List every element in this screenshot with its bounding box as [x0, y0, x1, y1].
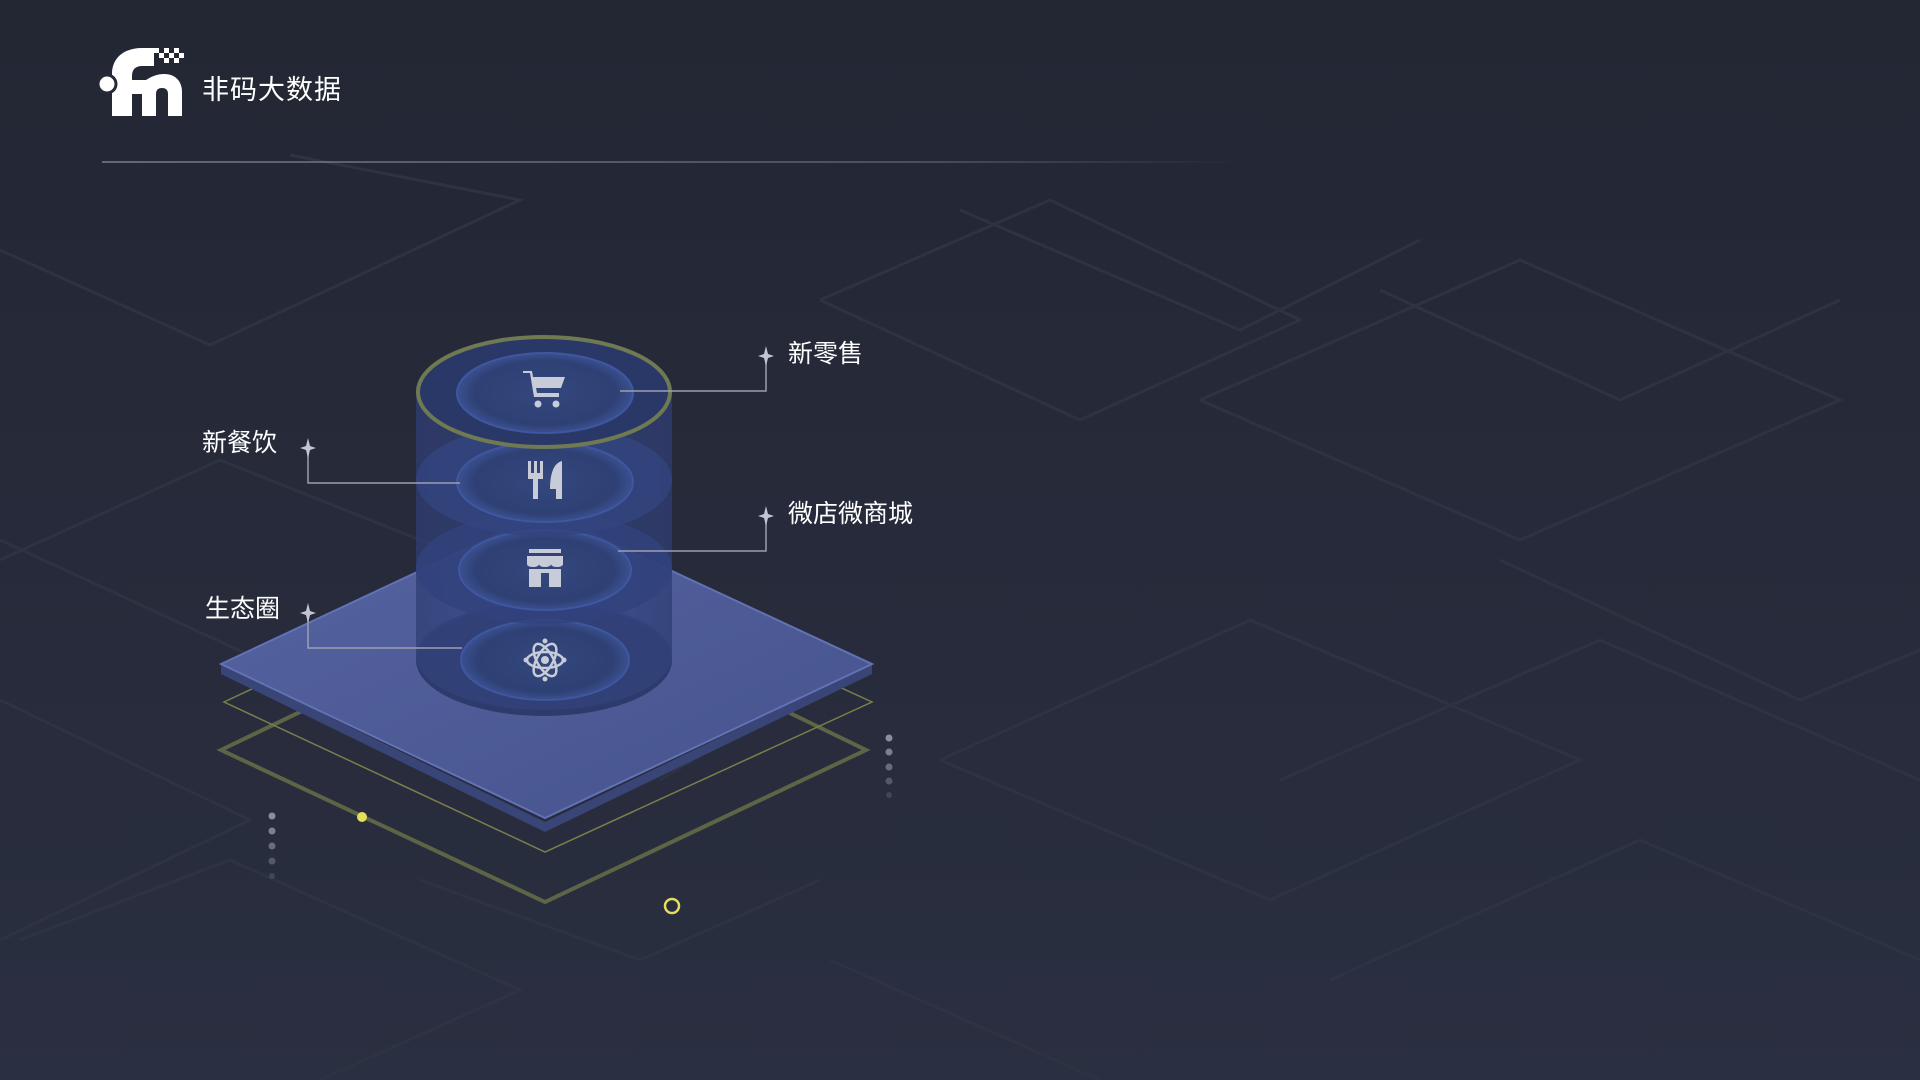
- cylinder-disc-2: [416, 424, 672, 536]
- header: 非码大数据: [98, 46, 342, 118]
- brand-logo-icon: [98, 48, 184, 116]
- header-divider: [102, 161, 1242, 163]
- sparkle-marker-4: [300, 603, 316, 623]
- label-micro-store: 微店微商城: [788, 499, 914, 528]
- dot-column-right: [885, 734, 893, 798]
- connector-line-4: [307, 611, 462, 649]
- label-new-retail: 新零售: [788, 339, 864, 368]
- connector-line-1: [620, 356, 767, 392]
- dot-column-left: [268, 812, 276, 879]
- sparkle-marker-2: [300, 438, 316, 458]
- storefront-icon: [527, 549, 563, 587]
- cylinder-disc-4: [416, 602, 672, 716]
- sparkle-marker-1: [758, 346, 774, 366]
- brand-name: 非码大数据: [202, 74, 342, 106]
- accent-dot: [357, 812, 367, 822]
- label-ecosystem: 生态圈: [205, 594, 281, 623]
- label-new-dining: 新餐饮: [202, 428, 278, 457]
- atom-icon: [523, 638, 567, 682]
- fork-knife-icon: [528, 461, 562, 499]
- connector-line-2: [307, 446, 460, 484]
- cylinder-disc-1: [416, 335, 672, 449]
- connector-line-3: [618, 516, 767, 552]
- shopping-cart-icon: [523, 371, 565, 408]
- accent-ring: [663, 897, 681, 915]
- sparkle-marker-3: [758, 506, 774, 526]
